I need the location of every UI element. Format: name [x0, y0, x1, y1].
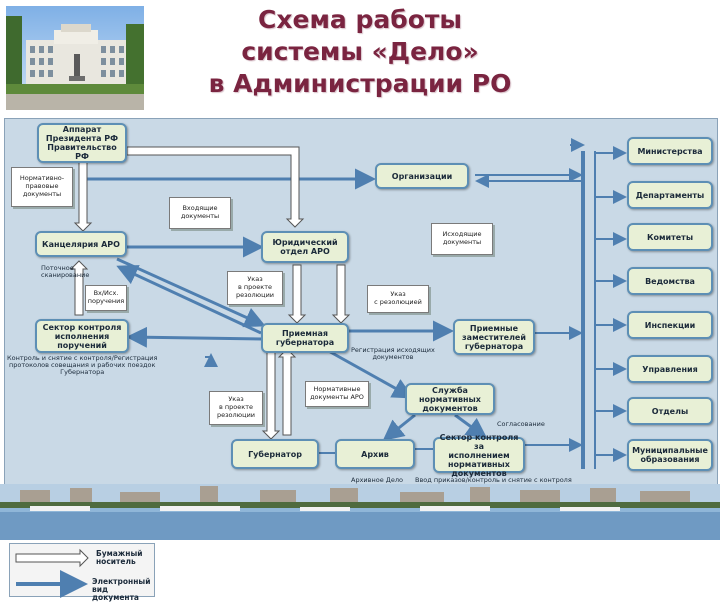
- doc-ukaz-proekt-rez-2: Указ в проекте резолюции: [209, 391, 263, 425]
- legend-electronic-label: Электронный вид документа: [92, 577, 151, 602]
- box-gubernator-label: Губернатор: [248, 449, 302, 459]
- box-otdely: Отделы: [627, 397, 713, 425]
- box-sluzhba-label: Служба нормативных документов: [419, 385, 481, 413]
- paper-arrow-yur-to-priemnaya: [287, 264, 307, 324]
- legend-paper-arrow: [15, 548, 89, 568]
- box-sluzhba-normativnyh: Служба нормативных документов: [405, 383, 495, 415]
- legend: Бумажный носитель Электронный вид докуме…: [9, 543, 155, 602]
- note-soglasovanie: Согласование: [497, 420, 545, 428]
- box-kancelyariya-label: Канцелярия АРО: [42, 239, 120, 249]
- box-municipalnye-label: Муниципальные образования: [632, 446, 708, 464]
- box-departamenty: Департаменты: [627, 181, 713, 209]
- note-vvod-prikazov: Ввод приказов/контроль и снятие с контро…: [415, 476, 572, 484]
- box-sektor-za-label: Сектор контроля за исполнением нормативн…: [439, 432, 519, 478]
- arrow-sluzhba-to-arhiv: [382, 413, 416, 441]
- box-upravleniya-label: Управления: [642, 364, 698, 374]
- doc-normativno-label: Нормативно- правовые документы: [19, 173, 65, 198]
- box-yurotdel-label: Юридический отдел АРО: [272, 238, 338, 256]
- river-city-photo: [0, 484, 720, 540]
- doc-normativno-pravovye: Нормативно- правовые документы: [11, 167, 73, 207]
- box-komitety: Комитеты: [627, 223, 713, 251]
- title-line-3: в Администрации РО: [208, 69, 512, 98]
- diagram-panel: Аппарат Президента РФ Правительство РФ Н…: [4, 118, 718, 602]
- paper-arrow-priemnaya-to-gubernator: [261, 350, 281, 440]
- doc-ishodyashie: Исходящие документы: [431, 223, 493, 255]
- arrow-priemnaya-to-sektorkontr: [126, 326, 264, 348]
- box-arhiv-label: Архив: [361, 449, 389, 459]
- note-arhivnoe-delo: Архивное Дело: [351, 476, 403, 484]
- box-gubernator: Губернатор: [231, 439, 319, 469]
- paper-arrow-apparat-to-kanc: [73, 158, 93, 232]
- box-organizacii: Организации: [375, 163, 469, 189]
- arrow-priemnaya-to-kanc: [116, 265, 262, 335]
- note-kontrol-registraciya: Контроль и снятие с контроля/Регистрация…: [7, 354, 158, 376]
- administration-building-photo: [6, 6, 144, 110]
- arrow-priemnaya-to-sluzhba: [324, 347, 414, 399]
- title-line-2: системы «Дело»: [241, 37, 479, 66]
- doc-vh-ish-label: Вх/Исх. поручения: [87, 288, 125, 305]
- box-arhiv: Архив: [335, 439, 415, 469]
- doc-normativnye-aro-label: Нормативные документы АРО: [310, 384, 364, 401]
- box-ministerstva: Министерства: [627, 137, 713, 165]
- doc-vhodyashie: Входящие документы: [169, 197, 231, 229]
- box-komitety-label: Комитеты: [646, 232, 694, 242]
- doc-ukaz-proekt-2-label: Указ в проекте резолюции: [216, 394, 256, 419]
- title-line-1: Схема работы: [258, 5, 462, 34]
- doc-ukaz-rezoluciya: Указ с резолюцией: [367, 285, 429, 313]
- box-priemnye-zamestiteley: Приемные заместителей губернатора: [453, 319, 535, 355]
- doc-ishodyashie-label: Исходящие документы: [442, 229, 482, 246]
- note-potochnoe-skanirovanie: Поточное сканирование: [41, 264, 90, 279]
- doc-normativnye-aro: Нормативные документы АРО: [305, 381, 369, 407]
- box-departamenty-label: Департаменты: [635, 190, 705, 200]
- box-ministerstva-label: Министерства: [637, 146, 703, 156]
- box-vedomstva: Ведомства: [627, 267, 713, 295]
- box-sektor-kontrolya-label: Сектор контроля исполнения поручений: [42, 322, 122, 350]
- paper-arrow-apparat-to-yur: [126, 146, 305, 228]
- box-kancelyariya-aro: Канцелярия АРО: [35, 231, 127, 257]
- paper-arrow-gubernator-to-priemnaya: [277, 348, 297, 436]
- box-priemnaya-gubernatora: Приемная губернатора: [261, 323, 349, 353]
- page-title: Схема работы системы «Дело» в Администра…: [150, 4, 570, 100]
- doc-vh-ish-porucheniya: Вх/Исх. поручения: [85, 285, 127, 311]
- box-sektor-kontrolya-za: Сектор контроля за исполнением нормативн…: [433, 433, 525, 478]
- legend-paper-label: Бумажный носитель: [96, 549, 143, 566]
- doc-ukaz-proekt-label: Указ в проекте резолюции: [235, 274, 275, 299]
- diagram-connectors: [69, 138, 627, 469]
- box-priemnye-zam-label: Приемные заместителей губернатора: [462, 323, 526, 351]
- arrow-sluzhba-to-sektor: [454, 413, 488, 439]
- doc-vhodyashie-label: Входящие документы: [180, 203, 220, 220]
- doc-ukaz-rez-label: Указ с резолюцией: [374, 289, 422, 306]
- paper-arrow-yur-down: [331, 264, 351, 324]
- box-otdely-label: Отделы: [651, 406, 689, 416]
- box-sektor-kontrolya: Сектор контроля исполнения поручений: [35, 319, 129, 353]
- box-inspekcii: Инспекции: [627, 311, 713, 339]
- arrow-kanc-to-priemnaya: [116, 257, 266, 328]
- note-registraciya-ishodyashih: Регистрация исходящих документов: [351, 346, 435, 361]
- box-yuridicheskiy-otdel: Юридический отдел АРО: [261, 231, 349, 263]
- box-upravleniya: Управления: [627, 355, 713, 383]
- box-inspekcii-label: Инспекции: [644, 320, 696, 330]
- box-priemnaya-label: Приемная губернатора: [275, 329, 335, 347]
- doc-ukaz-proekt-rez: Указ в проекте резолюции: [227, 271, 283, 305]
- paper-arrow-sektor-to-kanc: [69, 260, 89, 316]
- arrow-vh-to-priemnaya: [204, 353, 218, 367]
- box-organizacii-label: Организации: [391, 171, 453, 181]
- box-vedomstva-label: Ведомства: [645, 276, 695, 286]
- box-municipalnye: Муниципальные образования: [627, 439, 713, 471]
- box-apparat-prezidenta: Аппарат Президента РФ Правительство РФ: [37, 123, 127, 163]
- box-apparat-label: Аппарат Президента РФ Правительство РФ: [45, 125, 119, 161]
